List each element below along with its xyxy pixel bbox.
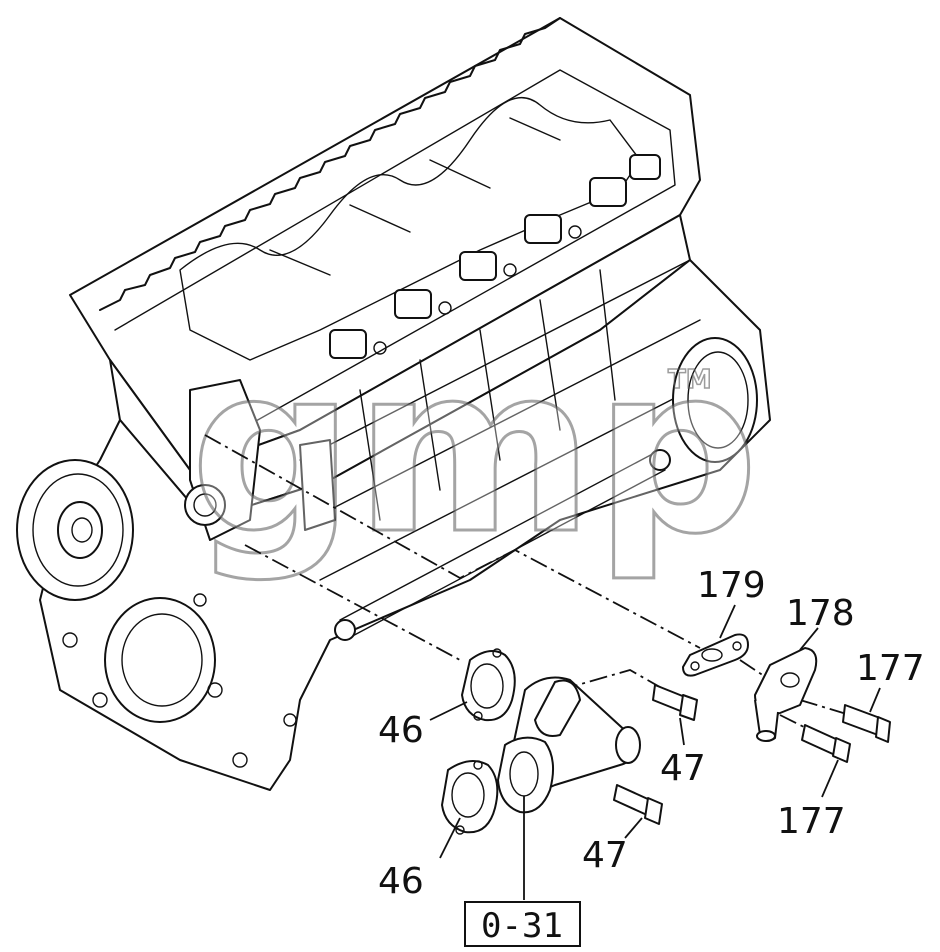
callout-179: 179 xyxy=(697,565,766,606)
bolt-47-lower xyxy=(613,784,663,825)
watermark: gmp TM xyxy=(189,317,761,587)
watermark-text: gmp xyxy=(190,318,759,585)
bolt-177-upper xyxy=(842,704,891,743)
leader-lines xyxy=(429,604,881,900)
callout-178: 178 xyxy=(786,593,855,634)
gasket-46-upper xyxy=(461,648,516,722)
crank-pulley xyxy=(16,459,134,601)
gasket-179 xyxy=(682,633,749,677)
watermark-trademark: TM xyxy=(668,365,712,395)
callout-46-top: 46 xyxy=(378,710,424,751)
reference-box-label: 0-31 xyxy=(481,906,563,946)
bolt-177-lower xyxy=(801,724,851,763)
callout-47-top: 47 xyxy=(660,748,706,789)
callout-177-bottom: 177 xyxy=(777,801,846,842)
callout-47-bottom: 47 xyxy=(582,835,628,876)
engine-block xyxy=(16,17,771,791)
bolt-47-upper xyxy=(652,684,698,721)
callout-177-top: 177 xyxy=(856,648,925,689)
callouts: 179 178 177 177 46 46 47 47 xyxy=(378,565,925,902)
assembly-lines xyxy=(204,434,851,736)
elbow-fitting-178 xyxy=(754,647,818,742)
gasket-46-lower xyxy=(441,760,499,835)
reference-box: 0-31 xyxy=(464,901,581,947)
callout-46-bottom: 46 xyxy=(378,861,424,902)
water-outlet-pipe xyxy=(497,676,641,814)
